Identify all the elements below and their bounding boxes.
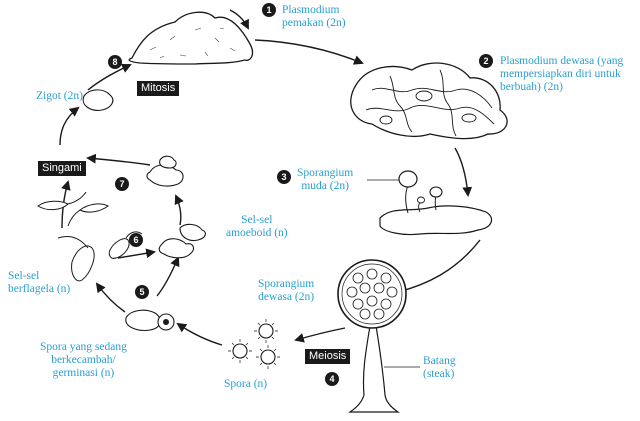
spores bbox=[228, 319, 280, 369]
label-line: Sporangium bbox=[258, 278, 315, 290]
flagellated-cells bbox=[37, 191, 143, 282]
label-line: Sel-sel bbox=[8, 270, 40, 282]
stage-2-badge: 2 bbox=[479, 54, 493, 68]
arrow-6-to-7 bbox=[174, 194, 184, 226]
germinating-spore bbox=[125, 309, 175, 331]
label-zygote: Zigot (2n) bbox=[36, 90, 83, 102]
label-germinating-spore: Spora yang sedang berkecambah/ germinasi… bbox=[40, 341, 127, 380]
label-line: amoeboid (n) bbox=[226, 227, 288, 239]
stage-3-badge: 3 bbox=[277, 170, 291, 184]
label-spores: Spora (n) bbox=[224, 378, 268, 390]
label-sporangium-mature: Sporangium dewasa (2n) bbox=[258, 278, 314, 304]
label-line: dewasa (2n) bbox=[258, 291, 315, 303]
label-flagellated-cells: Sel-sel berflagela (n) bbox=[8, 270, 70, 296]
arrow-1-to-2 bbox=[254, 39, 364, 65]
arrow-flagela-to-6 bbox=[117, 248, 156, 259]
label-line: berkecambah/ bbox=[51, 354, 116, 366]
stage-8-badge: 8 bbox=[108, 55, 122, 69]
stage-1-badge: 1 bbox=[262, 3, 276, 17]
sporangium-young bbox=[379, 170, 493, 236]
label-line: Plasmodium dewasa (yang bbox=[500, 55, 624, 67]
leader-lines bbox=[367, 179, 420, 368]
label-line: (steak) bbox=[423, 368, 455, 380]
stage-7-badge: 7 bbox=[115, 177, 129, 191]
sporangium-mature bbox=[337, 259, 407, 413]
label-line: pemakan (2n) bbox=[282, 17, 346, 29]
label-amoeboid-cells: Sel-sel amoeboid (n) bbox=[226, 214, 288, 240]
label-line: muda (2n) bbox=[301, 180, 349, 192]
plasmodium-mature bbox=[350, 62, 508, 140]
label-stalk: Batang (steak) bbox=[423, 355, 456, 381]
arrow-zigot-to-8 bbox=[87, 63, 132, 91]
arrow-4-to-spora bbox=[294, 327, 346, 343]
label-sporangium-young: Sporangium muda (2n) bbox=[297, 167, 353, 193]
label-line: germinasi (n) bbox=[52, 367, 115, 379]
label-line: Batang bbox=[423, 355, 456, 367]
label-line: Spora yang sedang bbox=[40, 341, 127, 353]
label-line: berflagela (n) bbox=[8, 283, 71, 295]
label-plasmodium-mature: Plasmodium dewasa (yang mempersiapkan di… bbox=[500, 55, 623, 94]
arrow-singami-to-zigot bbox=[59, 106, 80, 146]
arrow-2-to-3 bbox=[454, 147, 473, 197]
label-line: mempersiapkan diri untuk bbox=[500, 68, 621, 80]
zygote bbox=[82, 89, 114, 111]
cycle-arrows bbox=[59, 9, 481, 346]
plasmodium-feeding bbox=[128, 11, 254, 65]
stage-5-badge: 5 bbox=[135, 285, 149, 299]
label-line: berbuah) (2n) bbox=[500, 81, 563, 93]
arrow-3-to-4 bbox=[396, 239, 481, 295]
mitosis-box: Mitosis bbox=[137, 81, 180, 96]
arrow-5-to-6 bbox=[156, 256, 180, 297]
label-line: Sel-sel bbox=[241, 214, 273, 226]
singami-box: Singami bbox=[38, 161, 86, 176]
arrow-5-to-flagela bbox=[95, 282, 126, 313]
amoeboid-cells bbox=[146, 155, 207, 259]
arrow-7-to-singami bbox=[86, 153, 151, 166]
label-line: Plasmodium bbox=[282, 4, 340, 16]
arrow-8-to-1 bbox=[229, 9, 249, 30]
stage-6-badge: 6 bbox=[129, 233, 143, 247]
stage-4-badge: 4 bbox=[325, 372, 339, 386]
label-line: Sporangium bbox=[297, 167, 354, 179]
meiosis-box: Meiosis bbox=[305, 349, 351, 364]
arrow-spora-to-5 bbox=[176, 322, 223, 346]
label-plasmodium-feeding: Plasmodium pemakan (2n) bbox=[282, 4, 346, 30]
